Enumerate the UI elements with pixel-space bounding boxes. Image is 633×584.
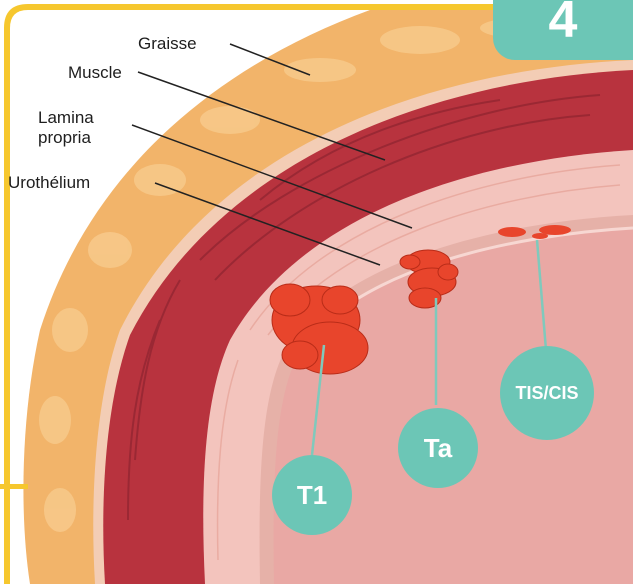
- label-graisse: Graisse: [138, 34, 197, 54]
- badge-tis-cis-label: TIS/CIS: [515, 383, 578, 404]
- badge-ta-label: Ta: [424, 433, 452, 464]
- t1-tumor: [270, 284, 368, 374]
- step-number: 4: [549, 0, 578, 49]
- label-propria: propria: [38, 128, 91, 148]
- step-number-tab: 4: [493, 0, 633, 60]
- badge-tis-cis: TIS/CIS: [500, 346, 594, 440]
- label-urothelium: Urothélium: [8, 173, 90, 193]
- label-lamina: Lamina: [38, 108, 94, 128]
- label-muscle: Muscle: [68, 63, 122, 83]
- badge-ta: Ta: [398, 408, 478, 488]
- badge-t1: T1: [272, 455, 352, 535]
- badge-t1-label: T1: [297, 480, 327, 511]
